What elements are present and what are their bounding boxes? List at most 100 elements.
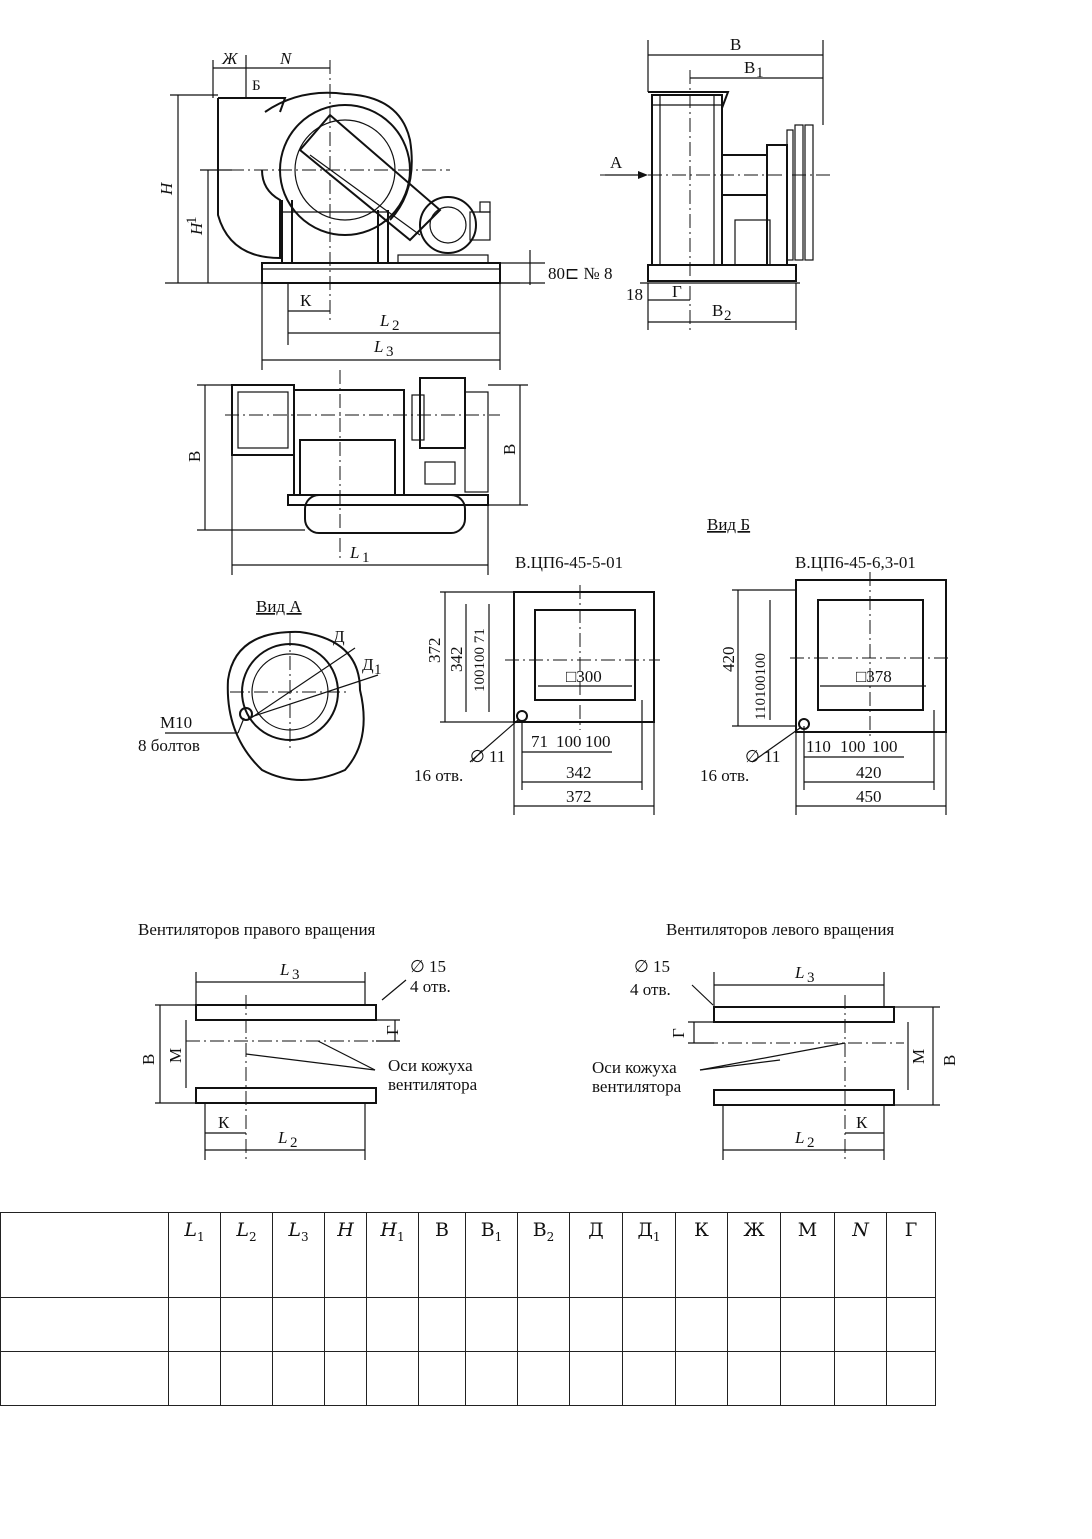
rot-right-axes2: вентилятора (388, 1075, 478, 1094)
dim-v2-sub: 2 (724, 308, 732, 324)
rot-left-l3-sub: 3 (807, 970, 815, 986)
table-cell[interactable] (272, 1297, 325, 1352)
view-b-right-vstack: 110100100 (753, 653, 769, 720)
dim-zh: Ж (221, 49, 239, 68)
view-b-left-square: □300 (566, 667, 602, 686)
view-b-right-h1: 110 (806, 737, 831, 756)
table-cell[interactable] (517, 1297, 570, 1352)
table-row (0, 1297, 936, 1352)
rot-left-l2: L (794, 1128, 804, 1147)
view-b-left-holes: 16 отв. (414, 766, 463, 785)
dim-k: К (300, 291, 312, 310)
table-cell[interactable] (834, 1297, 887, 1352)
table-cell[interactable] (675, 1351, 728, 1406)
view-b-right-h2: 100 (840, 737, 866, 756)
view-b-right-dia: ∅ 11 (745, 747, 780, 766)
table-header-cell: H (324, 1212, 367, 1298)
rot-left-l3: L (794, 963, 804, 982)
table-header-cell: В2 (517, 1212, 570, 1298)
dim-h: H (157, 181, 176, 196)
dim-v: В (730, 35, 741, 54)
table-cell[interactable] (622, 1351, 676, 1406)
table-header-cell: Ж (727, 1212, 781, 1298)
rot-right-m: М (166, 1048, 185, 1063)
table-cell[interactable] (220, 1297, 273, 1352)
table-header-cell: В (418, 1212, 466, 1298)
view-b-right-h-outer: 420 (719, 647, 738, 673)
dim-l2: L (379, 311, 389, 330)
table-cell[interactable] (569, 1351, 623, 1406)
table-row (0, 1351, 936, 1406)
table-header-cell: Г (886, 1212, 936, 1298)
rot-left-holes: 4 отв. (630, 980, 671, 999)
dim-18: 18 (626, 285, 643, 304)
rot-right-holes: 4 отв. (410, 977, 451, 996)
dim-l2-sub: 2 (392, 318, 400, 334)
table-header-cell: Д1 (622, 1212, 676, 1298)
plan-view: В В L 1 (185, 370, 528, 575)
view-b-left-dia: ∅ 11 (470, 747, 505, 766)
table-cell[interactable] (465, 1351, 518, 1406)
table-cell[interactable] (0, 1351, 169, 1406)
table-cell[interactable] (727, 1351, 781, 1406)
view-a-d: Д (333, 627, 345, 646)
view-b-right: В.ЦП6-45-6,3-01 420 110100100 □378 ∅ 11 … (700, 553, 952, 815)
table-cell[interactable] (168, 1297, 221, 1352)
view-a: Вид А Д Д 1 М10 8 болтов (138, 597, 382, 781)
table-cell[interactable] (886, 1297, 936, 1352)
view-b-left-h2: 100 (556, 732, 582, 751)
table-header-cell: Д (569, 1212, 623, 1298)
table-cell[interactable] (366, 1297, 419, 1352)
rot-left-l2-sub: 2 (807, 1135, 815, 1151)
rot-left-dia: ∅ 15 (634, 957, 670, 976)
view-b-right-w-inner: 420 (856, 763, 882, 782)
table-cell[interactable] (780, 1297, 835, 1352)
view-b-right-model: В.ЦП6-45-6,3-01 (795, 553, 916, 572)
table-cell[interactable] (780, 1351, 835, 1406)
table-cell[interactable] (324, 1351, 367, 1406)
dim-v1-sub: 1 (756, 65, 764, 81)
rot-right-g: Г (383, 1025, 402, 1035)
technical-drawing: Ж N Б H H 1 К L 2 L 3 80⊏ № 8 (138, 35, 959, 1160)
table-cell[interactable] (834, 1351, 887, 1406)
table-cell[interactable] (418, 1351, 466, 1406)
dim-l3-sub: 3 (386, 344, 394, 360)
table-cell[interactable] (0, 1297, 169, 1352)
rot-left-axes1: Оси кожуха (592, 1058, 677, 1077)
view-b-left-h1: 71 (531, 732, 548, 751)
table-cell[interactable] (168, 1351, 221, 1406)
table-cell[interactable] (272, 1351, 325, 1406)
table-cell[interactable] (727, 1297, 781, 1352)
view-b-right-square: □378 (856, 667, 892, 686)
dimensions-table: L1 L2 L3 H H1 В В1 В2 Д Д1 К Ж М N Г (0, 1212, 936, 1406)
rot-left-g: Г (669, 1028, 688, 1038)
rot-left-b2: В (940, 1055, 959, 1066)
table-cell[interactable] (366, 1351, 419, 1406)
table-header-cell: К (675, 1212, 728, 1298)
view-b-left-h-inner: 342 (447, 647, 466, 673)
table-cell[interactable] (465, 1297, 518, 1352)
table-cell[interactable] (517, 1351, 570, 1406)
table-cell[interactable] (418, 1297, 466, 1352)
dim-h1: H (187, 221, 206, 236)
table-cell[interactable] (675, 1297, 728, 1352)
table-cell[interactable] (569, 1297, 623, 1352)
view-a-title: Вид А (256, 597, 302, 616)
table-header-cell: L1 (168, 1212, 221, 1298)
view-a-d1: Д (362, 655, 374, 674)
rot-right-l3-sub: 3 (292, 967, 300, 983)
dim-l3: L (373, 337, 383, 356)
table-cell[interactable] (324, 1297, 367, 1352)
channel-label: 80⊏ № 8 (548, 264, 612, 283)
table-cell[interactable] (622, 1297, 676, 1352)
rot-right-l2-sub: 2 (290, 1135, 298, 1151)
table-cell[interactable] (886, 1351, 936, 1406)
table-cell[interactable] (220, 1351, 273, 1406)
table-header-cell: М (780, 1212, 835, 1298)
table-header-blank (0, 1212, 169, 1298)
view-b-right-holes: 16 отв. (700, 766, 749, 785)
rotation-right-title: Вентиляторов правого вращения (138, 920, 376, 939)
view-a-d1-sub: 1 (374, 662, 382, 678)
view-b-left-h-outer: 372 (425, 638, 444, 664)
rot-right-k: К (218, 1113, 230, 1132)
